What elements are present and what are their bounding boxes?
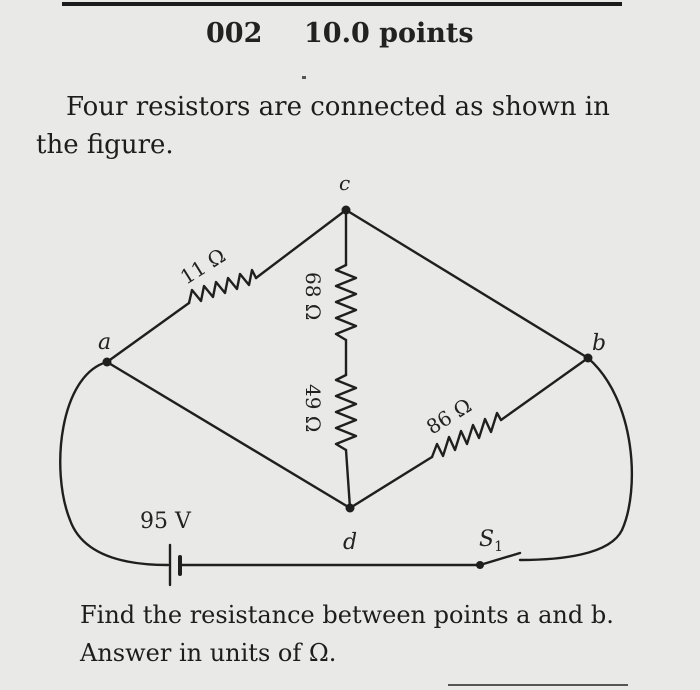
wire-outer-right (518, 356, 634, 562)
circuit-diagram: a b c d 11 Ω 68 Ω 49 Ω 86 Ω 95 V S1 (59, 171, 634, 587)
question-line-2: Answer in units of Ω. (80, 639, 337, 667)
node-a-dot (102, 357, 112, 367)
bottom-rule (448, 684, 628, 686)
battery-label: 95 V (140, 509, 192, 534)
resistor-49-ohm-label: 49 Ω (301, 384, 325, 432)
resistor-68-ohm-label: 68 Ω (301, 272, 325, 320)
wire-outer-left (59, 360, 170, 567)
problem-intro: Four resistors are connected as shown in… (36, 88, 656, 164)
intro-line-1: Four resistors are connected as shown in (66, 92, 610, 122)
resistor-49-ohm (334, 373, 358, 452)
node-d-dot (345, 503, 355, 513)
resistor-68-ohm (334, 263, 358, 342)
node-b-label: b (592, 331, 606, 356)
problem-number: 002 (206, 18, 263, 49)
resistor-11-ohm (187, 268, 258, 305)
question-text: Find the resistance between points a and… (80, 596, 680, 672)
wire-a-c (105, 208, 348, 364)
resistor-86-ohm-label: 86 Ω (422, 393, 476, 439)
top-rule (62, 2, 622, 6)
wire-d-b (348, 356, 590, 510)
node-b-dot (583, 353, 593, 363)
wire-c-b (344, 208, 590, 360)
switch-blade (478, 551, 522, 567)
node-c-label: c (339, 171, 350, 195)
question-line-1: Find the resistance between points a and… (80, 601, 614, 629)
node-c-dot (341, 205, 351, 215)
switch-label: S1 (479, 527, 503, 555)
node-a-label: a (98, 330, 111, 355)
resistor-86-ohm (430, 411, 503, 459)
wire-a-d (105, 360, 352, 510)
intro-line-2: the figure. (36, 130, 174, 160)
switch-pivot-dot (476, 561, 484, 569)
problem-header: 002 10.0 points (0, 18, 700, 58)
resistor-11-ohm-label: 11 Ω (176, 243, 230, 289)
wire-c-d (334, 208, 358, 510)
node-d-label: d (343, 530, 357, 555)
problem-points: 10.0 points (304, 18, 474, 49)
stray-mark (302, 76, 306, 79)
